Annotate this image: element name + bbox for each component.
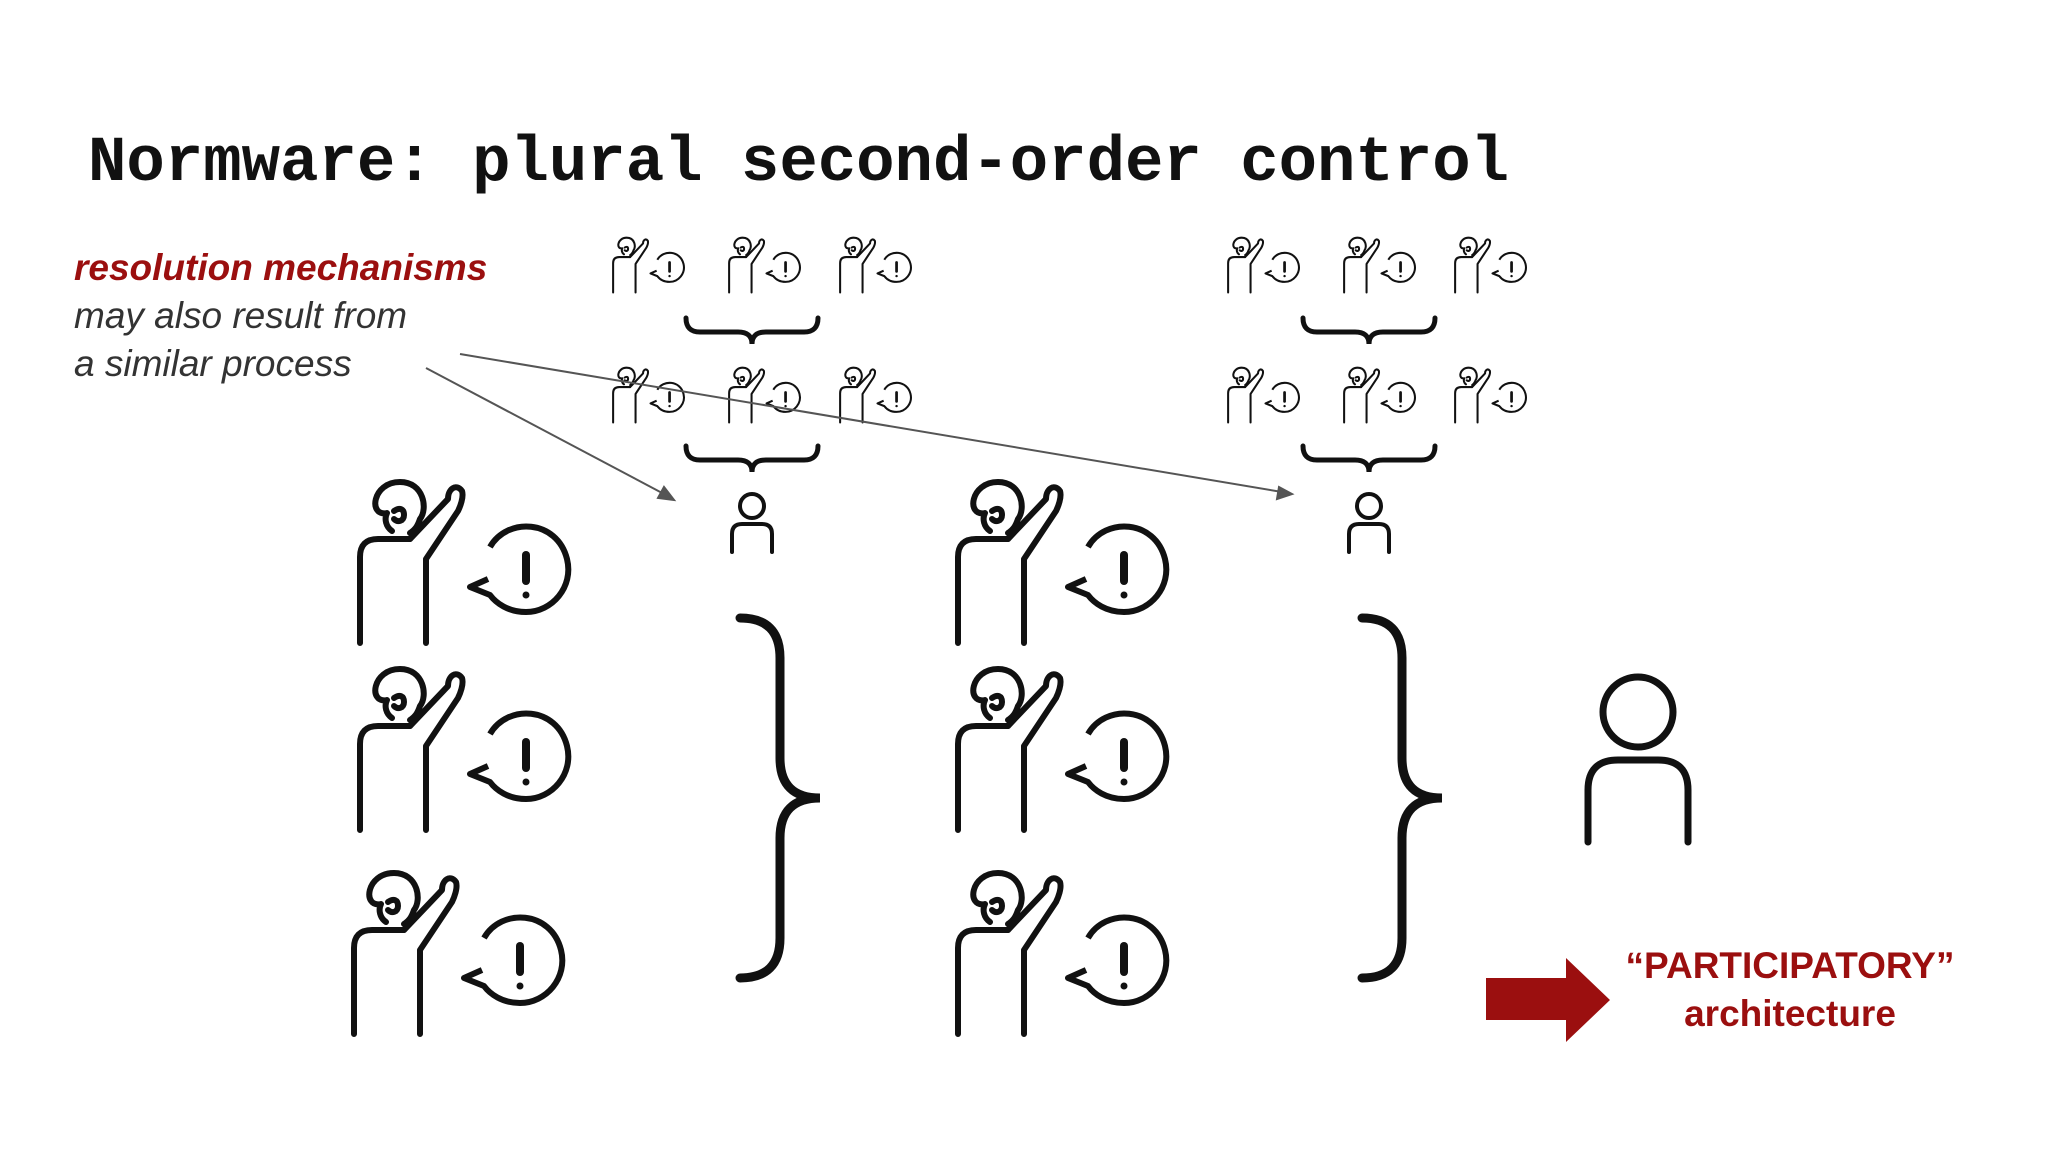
pointer-arrow-right [459,353,1295,501]
small-hand-group-top-left [612,236,913,294]
annotation-note: resolution mechanisms may also result fr… [74,244,487,388]
curly-brace-icon [740,618,820,978]
outcome-line-1: “PARTICIPATORY” [1625,945,1955,986]
raised-hand-person-icon [958,482,1166,643]
slide-title: Normware: plural second-order control [88,128,1510,200]
person-icon [1588,677,1688,842]
note-line-3: a similar process [74,343,352,384]
note-highlight: resolution mechanisms [74,247,488,288]
small-hand-group-top-right [1227,236,1528,294]
raised-hand-person-icon [354,873,562,1034]
curly-brace-icon [1362,618,1442,978]
raised-hand-person-icon [360,482,568,643]
curly-brace-icon [686,318,818,344]
curly-brace-icon [1303,318,1435,344]
person-icon [730,492,774,554]
arrow-right-icon [1486,958,1610,1042]
small-hand-group-mid-right [1227,366,1528,424]
curly-brace-icon [1303,446,1435,472]
small-hand-group-mid-left [612,366,913,424]
curly-brace-icon [686,446,818,472]
outcome-label: “PARTICIPATORY” architecture [1580,942,2000,1038]
raised-hand-person-icon [360,669,568,830]
note-line-2: may also result from [74,295,408,336]
raised-hand-person-icon [958,873,1166,1034]
outcome-line-2: architecture [1684,993,1896,1034]
pointer-arrow-left [425,367,677,502]
person-icon [1347,492,1391,554]
raised-hand-person-icon [958,669,1166,830]
